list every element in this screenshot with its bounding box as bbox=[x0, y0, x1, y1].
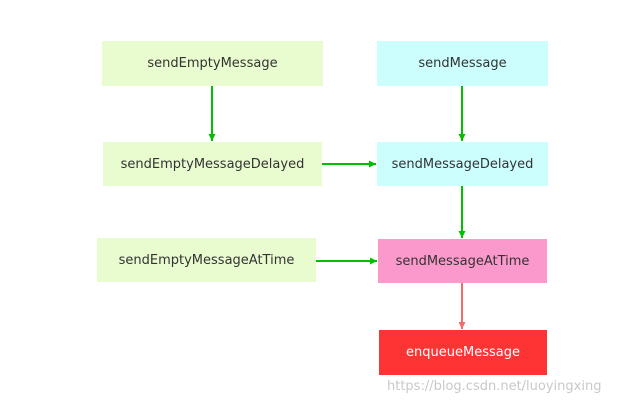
node-send-message: sendMessage bbox=[377, 41, 548, 86]
watermark-text: https://blog.csdn.net/luoyingxing bbox=[387, 379, 602, 394]
node-send-message-at-time: sendMessageAtTime bbox=[378, 239, 547, 283]
node-send-empty-message-at-time: sendEmptyMessageAtTime bbox=[97, 238, 316, 282]
node-enqueue-message: enqueueMessage bbox=[379, 330, 547, 375]
node-send-empty-message-delayed: sendEmptyMessageDelayed bbox=[103, 142, 322, 186]
node-send-empty-message: sendEmptyMessage bbox=[102, 41, 323, 86]
node-send-message-delayed: sendMessageDelayed bbox=[377, 142, 548, 186]
